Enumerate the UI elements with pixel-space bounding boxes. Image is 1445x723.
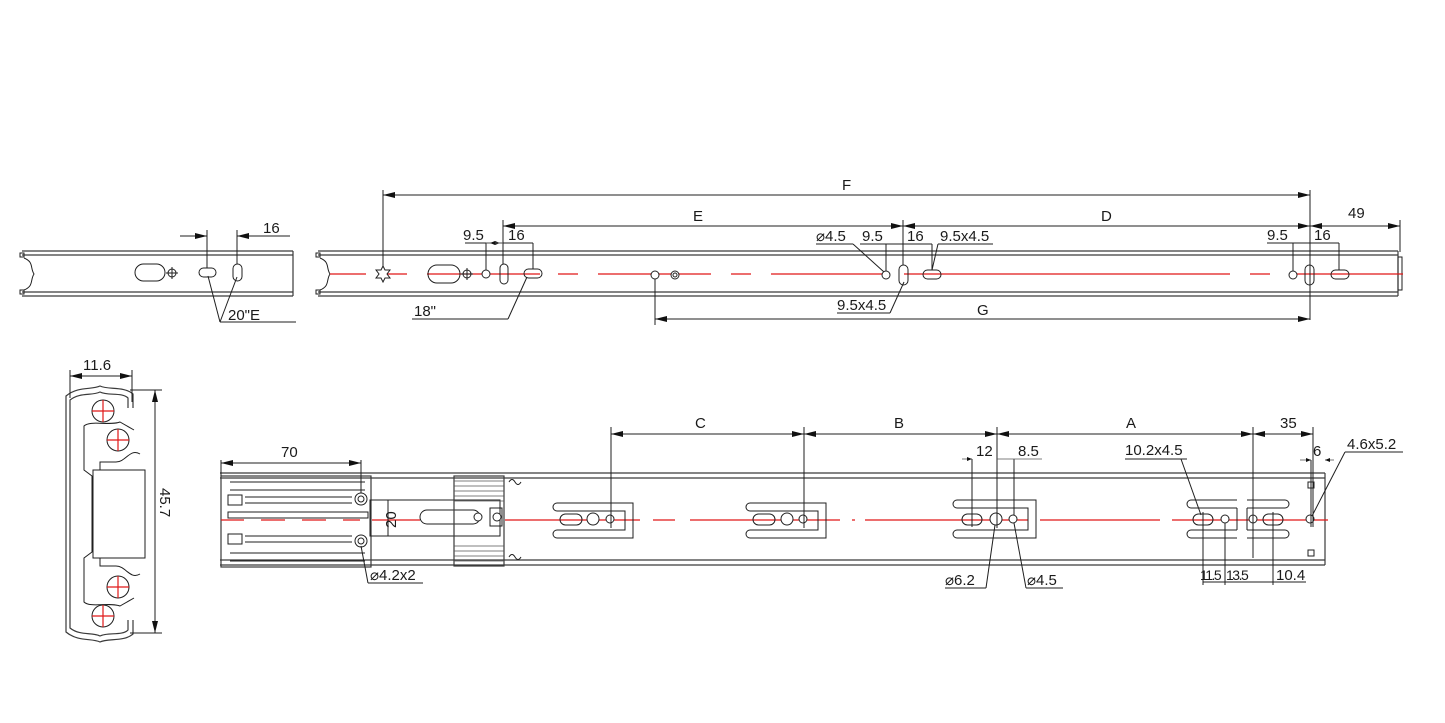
dim-9-5-left: 9.5: [463, 227, 484, 244]
callout-20e: 20"E: [228, 307, 260, 324]
dim-49: 49: [1348, 205, 1365, 222]
dim-a: A: [1126, 415, 1136, 432]
cross-section-view: 11.6 45.7: [65, 357, 173, 643]
dim-g: G: [977, 302, 989, 319]
top-main-rail-view: F E D 49 G 9.5 16 18" ⌀4.5: [315, 177, 1403, 325]
dim-45-7: 45.7: [156, 488, 173, 517]
dim-11-5: 11.5: [1200, 567, 1222, 583]
dim-13-5: 13.5: [1226, 567, 1249, 583]
dim-9-5-right: 9.5: [1267, 227, 1288, 244]
hole-group-2: [745, 502, 827, 539]
callout-dia-4-5-bottom: ⌀4.5: [1027, 572, 1057, 589]
dim-16-left-main: 16: [508, 227, 525, 244]
dim-12: 12: [976, 443, 993, 460]
dim-6: 6: [1313, 443, 1321, 460]
callout-18: 18": [414, 303, 436, 320]
callout-9-5x4-5-bottom: 9.5x4.5: [837, 297, 886, 314]
dim-b: B: [894, 415, 904, 432]
dim-11-6: 11.6: [83, 357, 111, 374]
dim-10-4: 10.4: [1276, 567, 1305, 584]
dim-9-5-mid: 9.5: [862, 228, 883, 245]
dim-16-mid: 16: [907, 228, 924, 245]
callout-9-5x4-5-top: 9.5x4.5: [940, 228, 989, 245]
callout-dia-4-2x2: ⌀4.2x2: [370, 567, 416, 584]
dim-20: 20: [383, 511, 400, 528]
callout-dia-4-5: ⌀4.5: [816, 228, 846, 245]
dim-70: 70: [281, 444, 298, 461]
dim-e: E: [693, 208, 703, 225]
top-left-rail-view: 16 20"E: [19, 220, 296, 324]
dim-8-5: 8.5: [1018, 443, 1039, 460]
hole-group-4: [1186, 499, 1315, 539]
callout-4-6x5-2: 4.6x5.2: [1347, 436, 1396, 453]
dim-16-left: 16: [263, 220, 280, 237]
callout-10-2x4-5: 10.2x4.5: [1125, 442, 1183, 459]
dim-16-right: 16: [1314, 227, 1331, 244]
dim-f: F: [842, 177, 851, 194]
bottom-rail-view: 70 20 ⌀4.2x2 C B A 35 12 8.5 ⌀6.2: [220, 415, 1403, 589]
dim-d: D: [1101, 208, 1112, 225]
callout-dia-6-2: ⌀6.2: [945, 572, 975, 589]
hole-group-1: [552, 502, 634, 539]
dim-c: C: [695, 415, 706, 432]
dim-35: 35: [1280, 415, 1297, 432]
hole-group-3: [952, 499, 1037, 539]
